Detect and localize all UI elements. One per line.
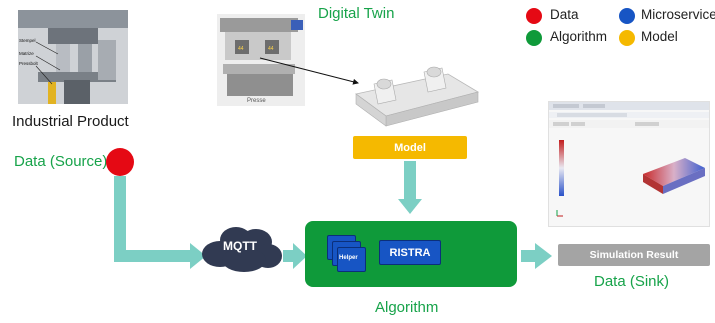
svg-text:44: 44 [238, 46, 244, 52]
data-sink-label: Data (Sink) [594, 273, 670, 290]
legend-model-label: Model [641, 29, 678, 44]
simulation-screenshot [548, 101, 710, 227]
legend-data-label: Data [550, 7, 579, 22]
press-label: Presse [247, 98, 266, 104]
legend-algorithm-label: Algorithm [550, 29, 608, 44]
algorithm-to-result-arrow [521, 243, 552, 269]
industrial-product-photo: Stempel Matrize Pressbolt [18, 10, 128, 104]
callout-matrize: Matrize [19, 51, 34, 56]
mqtt-label: MQTT [223, 239, 257, 253]
legend-model-dot [619, 30, 635, 46]
digital-twin-press-drawing: 44 44 Presse [217, 14, 305, 106]
mqtt-to-algorithm-arrow [283, 243, 307, 269]
simulation-result-node: Simulation Result [558, 244, 710, 266]
helper-card-front [337, 247, 366, 272]
svg-text:44: 44 [268, 46, 274, 52]
legend-algorithm-dot [526, 30, 542, 46]
legend-microservice-label: Microservice [641, 7, 715, 22]
legend-data-dot [526, 8, 542, 24]
model-to-algorithm-arrow [398, 161, 422, 214]
data-source-label: Data (Source) [14, 153, 108, 170]
data-source-dot [106, 148, 134, 176]
callout-stempel: Stempel [19, 38, 36, 43]
source-to-mqtt-arrow [114, 176, 206, 269]
3d-model-render [352, 52, 480, 132]
ristra-node: RISTRA [379, 240, 441, 265]
legend-microservice-dot [619, 8, 635, 24]
legend: Data Microservice Algorithm Model [524, 6, 715, 50]
algorithm-label: Algorithm [375, 299, 439, 316]
digital-twin-title: Digital Twin [318, 5, 395, 22]
mqtt-cloud [202, 227, 282, 272]
helper-label: Helper [339, 255, 358, 261]
model-node: Model [353, 136, 467, 159]
industrial-product-caption: Industrial Product [12, 113, 129, 130]
callout-pressbolt: Pressbolt [19, 61, 39, 66]
